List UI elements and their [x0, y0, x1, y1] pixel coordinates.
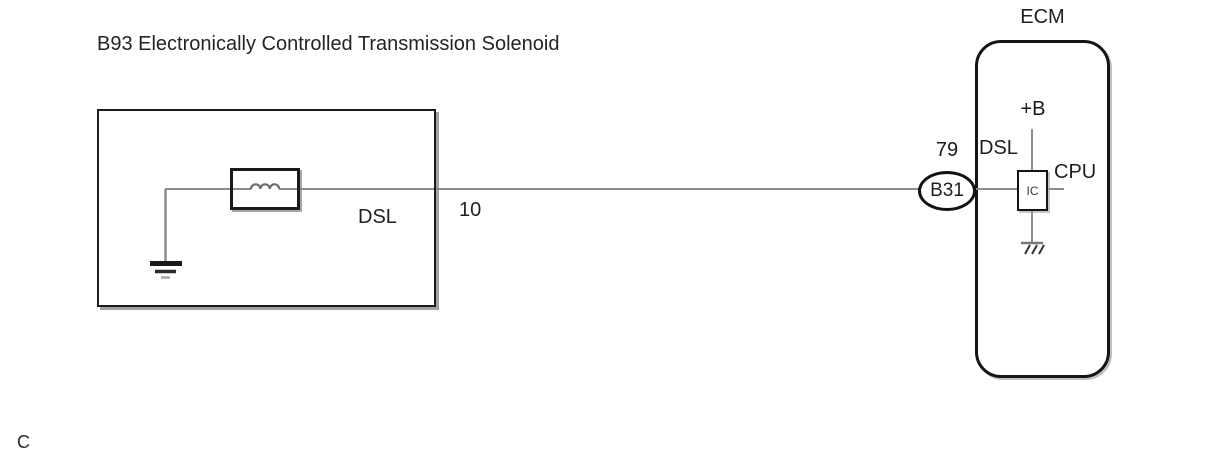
ground-icon [150, 189, 182, 279]
wire-number-label: 10 [459, 199, 482, 221]
solenoid-component-box [97, 109, 436, 307]
ic-label: IC [1026, 183, 1039, 198]
main-wire [165, 188, 920, 190]
cpu-label: CPU [1054, 161, 1097, 183]
connector-label: B31 [930, 180, 964, 201]
ecm-label: ECM [1020, 6, 1065, 28]
page-footer-label: C [17, 432, 30, 452]
solenoid-terminal-label: DSL [358, 206, 397, 228]
solenoid-coil-box [230, 168, 300, 210]
ic-output-wire [1048, 188, 1064, 190]
diagram-title: B93 Electronically Controlled Transmissi… [97, 33, 560, 55]
ecm-input-wire [976, 188, 1017, 190]
ic-box: IC [1017, 170, 1048, 211]
power-label: +B [1020, 98, 1046, 120]
ecm-signal-label: DSL [979, 137, 1018, 159]
chassis-ground-icon [1021, 241, 1045, 255]
connector-oval: B31 [918, 171, 976, 211]
ic-ground-wire [1031, 211, 1033, 242]
solenoid-coil-icon [233, 183, 297, 190]
connector-pin-label: 79 [935, 139, 959, 161]
power-wire [1031, 129, 1033, 171]
